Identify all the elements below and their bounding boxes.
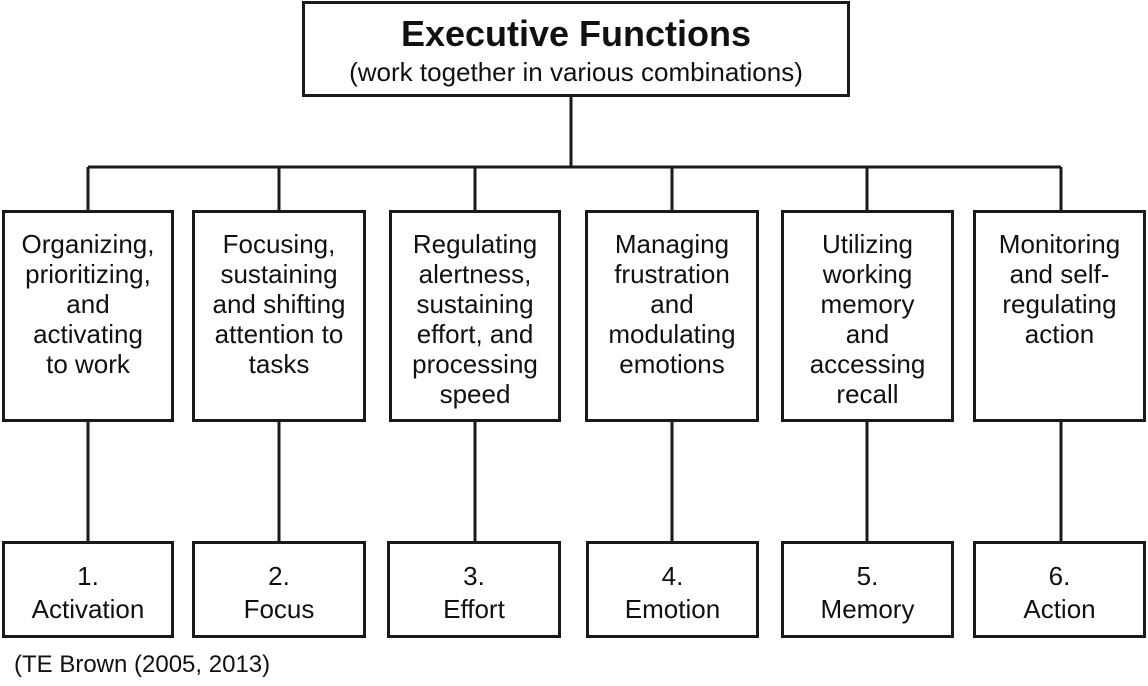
diagram-subtitle: (work together in various combinations) bbox=[349, 57, 803, 87]
function-description-box-4: Managing frustration and modulating emot… bbox=[585, 210, 759, 422]
executive-functions-box: Executive Functions (work together in va… bbox=[302, 1, 850, 97]
function-description: Managing frustration and modulating emot… bbox=[608, 229, 736, 379]
function-description: Monitoring and self- regulating action bbox=[998, 229, 1121, 349]
function-label: 6. Action bbox=[1023, 561, 1096, 624]
function-label: 3. Effort bbox=[443, 561, 505, 624]
function-description: Regulating alertness, sustaining effort,… bbox=[412, 229, 538, 409]
function-label-box-5: 5. Memory bbox=[781, 541, 954, 638]
function-description-box-2: Focusing, sustaining and shifting attent… bbox=[192, 210, 366, 422]
function-description: Organizing, prioritizing, and activating… bbox=[21, 229, 155, 379]
function-label-box-1: 1. Activation bbox=[2, 541, 174, 638]
function-description: Focusing, sustaining and shifting attent… bbox=[212, 229, 346, 379]
function-label-box-3: 3. Effort bbox=[387, 541, 561, 638]
function-description-box-5: Utilizing working memory and accessing r… bbox=[781, 210, 954, 422]
function-label: 4. Emotion bbox=[624, 561, 721, 624]
function-label: 2. Focus bbox=[243, 561, 315, 624]
function-label-box-2: 2. Focus bbox=[192, 541, 366, 638]
function-description: Utilizing working memory and accessing r… bbox=[809, 229, 926, 409]
function-label-box-6: 6. Action bbox=[973, 541, 1146, 638]
function-label-box-4: 4. Emotion bbox=[586, 541, 759, 638]
function-description-box-3: Regulating alertness, sustaining effort,… bbox=[389, 210, 561, 422]
function-label: 5. Memory bbox=[820, 561, 915, 624]
function-label: 1. Activation bbox=[31, 561, 145, 624]
function-description-box-6: Monitoring and self- regulating action bbox=[973, 210, 1146, 422]
diagram-title: Executive Functions bbox=[400, 13, 752, 54]
function-description-box-1: Organizing, prioritizing, and activating… bbox=[2, 210, 174, 422]
citation-text: (TE Brown (2005, 2013) bbox=[14, 651, 271, 678]
